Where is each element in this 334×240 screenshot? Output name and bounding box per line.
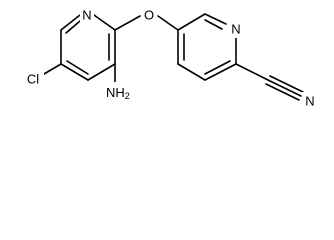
bond-c2prime-cn <box>235 63 269 81</box>
bond-c4-c3 <box>87 63 116 81</box>
bond-c5prime-c6prime <box>177 13 206 31</box>
bond-c3prime-c4prime <box>177 63 206 81</box>
atom-n-pyridine-left: N <box>82 8 91 23</box>
bond-c2-o <box>114 15 141 31</box>
bond-c5-cl <box>43 63 62 75</box>
bond-c2prime-c3prime-double <box>204 60 231 75</box>
nitrile-triple-3 <box>265 83 300 101</box>
bond-c5-c4-double <box>66 60 89 75</box>
atom-n-nitrile: N <box>305 94 314 109</box>
bond-o-c5prime <box>157 15 179 31</box>
bond-c6prime-n1prime-double <box>204 19 223 30</box>
atom-o-ether: O <box>144 8 154 23</box>
bond-c2-n1 <box>93 14 116 31</box>
atom-nh2: NH2 <box>106 85 130 102</box>
bond-n1-c6 <box>60 14 81 31</box>
bond-n1-c6-double <box>65 20 81 34</box>
nitrile-triple-1 <box>267 79 302 97</box>
atom-cl: Cl <box>27 72 39 87</box>
atom-n-pyridine-right: N <box>231 22 240 37</box>
bond-c2prime-c3prime <box>204 63 237 81</box>
bond-c6prime-n1prime <box>204 13 227 25</box>
nh2-subscript: 2 <box>125 91 130 101</box>
nitrile-triple-2 <box>269 75 304 93</box>
chemical-structure: N O N Cl NH2 N <box>22 6 318 110</box>
nh2-main-text: NH <box>106 85 125 100</box>
bond-c5-c4 <box>60 63 89 81</box>
